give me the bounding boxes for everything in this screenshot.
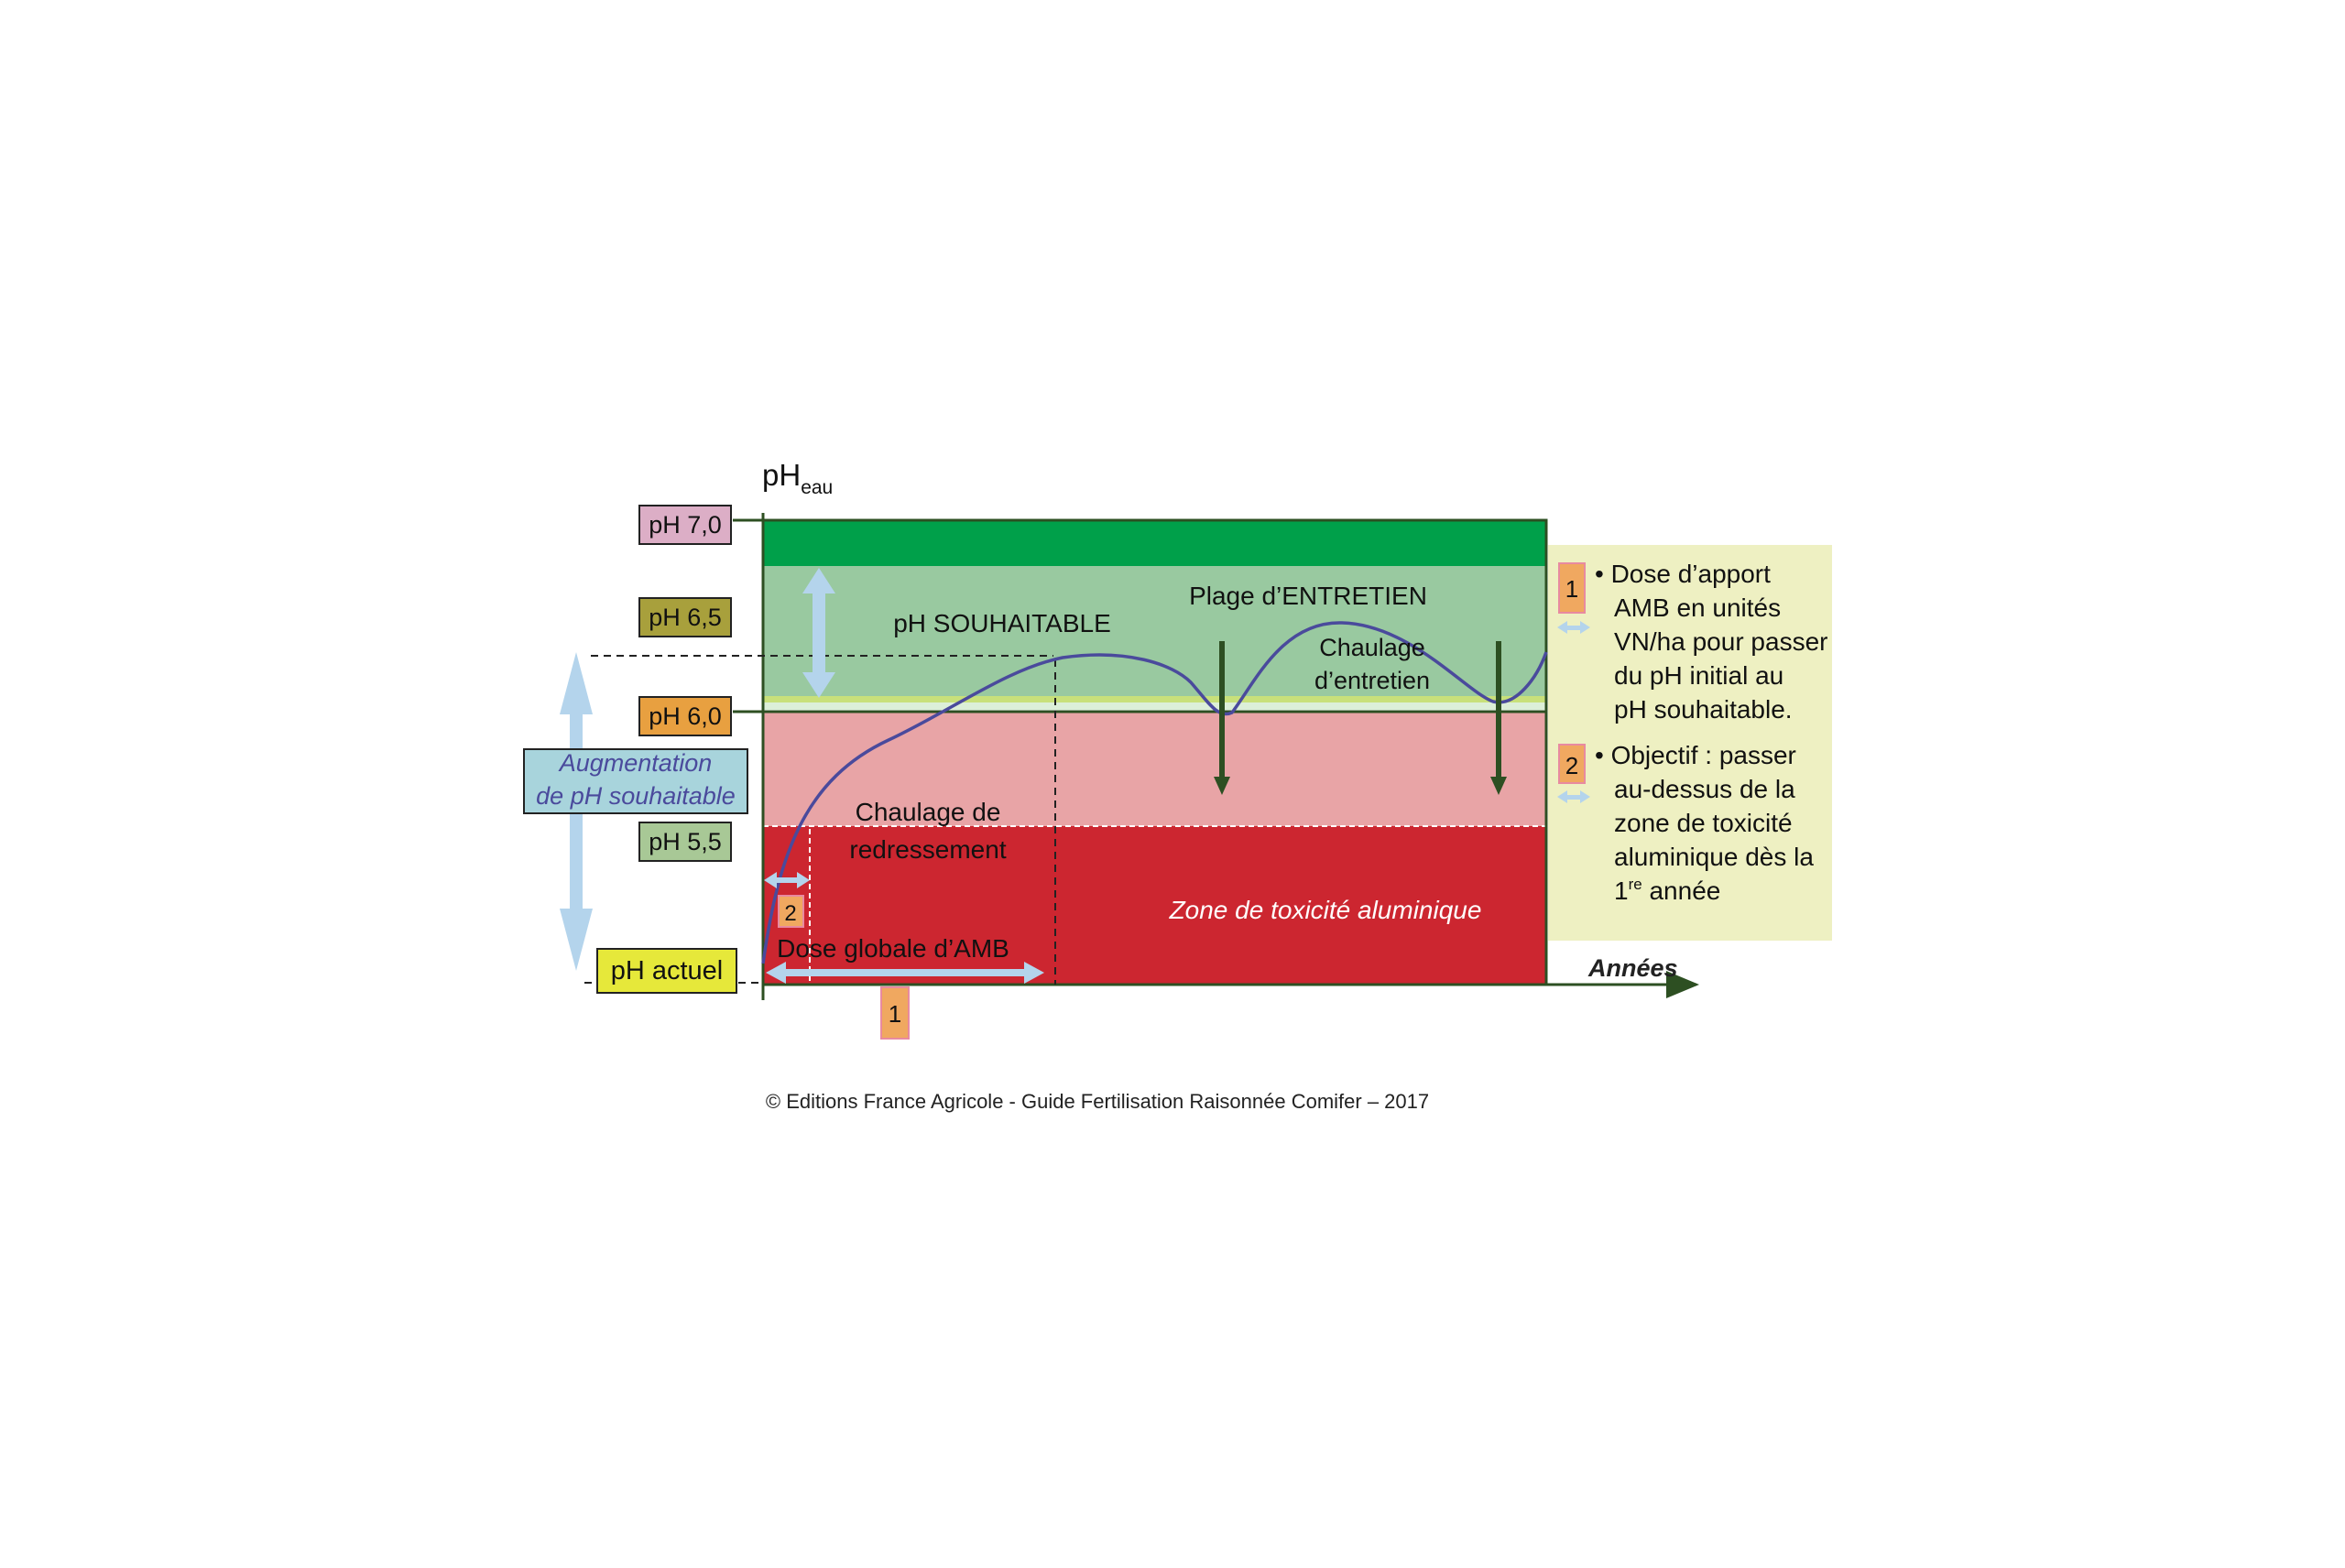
dose-globale-label: Dose globale d’AMB [777,934,1009,963]
souhaitable-label: pH SOUHAITABLE [893,609,1111,637]
ph55-label-box: pH 5,5 [638,822,732,862]
marker-1-chart: 1 [880,986,910,1040]
augmentation-line2: de pH souhaitable [536,782,736,810]
zone-dark-green-band [763,520,1546,566]
svg-text:2: 2 [1565,752,1578,779]
marker-2-chart: 2 [778,895,804,928]
entretien-plage-label: Plage d’ENTRETIEN [1189,582,1427,610]
redressement-line1: Chaulage de [856,798,1001,826]
dose-globale-arrow [766,962,1044,984]
toxicite-label: Zone de toxicité aluminique [1169,896,1482,924]
zone-redressement-band [763,712,1546,826]
ph70-label-box: pH 7,0 [638,505,732,545]
ph65-label: pH 6,5 [649,604,722,631]
marker-1-legend: 1 [1558,562,1586,614]
ph55-label: pH 5,5 [649,828,722,855]
zone-souhaitable-band [763,566,1546,696]
ph-actuel-label-box: pH actuel [596,948,737,994]
ph65-label-box: pH 6,5 [638,597,732,637]
legend-panel [1548,545,1832,941]
legend-1-arrow [1557,621,1590,634]
legend-item-1-line: du pH initial au [1614,661,1783,690]
legend-item-2-line: zone de toxicité [1614,809,1793,837]
legend-item-1-line: VN/ha pour passer [1614,627,1827,656]
chaulage-entretien-line2: d’entretien [1314,667,1430,694]
entretien-arrow-1-head [1214,777,1230,795]
marker-2-legend: 2 [1558,744,1586,784]
x-axis-label: Années [1587,954,1678,982]
entretien-arrow-2-head [1490,777,1507,795]
legend-item-2-line: au-dessus de la [1614,775,1795,803]
ph70-label: pH 7,0 [649,511,722,539]
ph-curve [761,621,1548,964]
augmentation-box: Augmentation de pH souhaitable [523,748,748,814]
souhaitable-range-arrow [802,568,835,698]
redressement-line2: redressement [849,835,1006,864]
ph-actuel-label: pH actuel [611,956,724,985]
svg-text:1: 1 [889,1000,901,1028]
ph60-label: pH 6,0 [649,702,722,730]
zone-transition-strip [763,702,1546,710]
ph60-label-box: pH 6,0 [638,696,732,736]
legend-item-1-line: • Dose d’apport [1595,560,1771,588]
y-axis-label: pHeau [762,458,833,498]
legend-item-1: • Dose d’apport AMB en unités VN/ha pour… [1595,560,1827,724]
chaulage-entretien-line1: Chaulage [1319,634,1425,661]
legend-item-2-line: • Objectif : passer [1595,741,1796,769]
legend-item-2: • Objectif : passer au-dessus de la zone… [1595,741,1814,905]
zone-toxicite-band [763,826,1546,985]
augmentation-line1: Augmentation [558,749,713,777]
legend-2-arrow [1557,790,1590,803]
copyright-footer: © Editions France Agricole - Guide Ferti… [766,1090,1429,1113]
legend-item-1-line: AMB en unités [1614,593,1781,622]
legend-item-2-line: aluminique dès la [1614,843,1814,871]
legend-item-2-line: 1re année [1614,876,1720,905]
toxicite-exit-arrow [764,872,810,888]
legend-item-1-line: pH souhaitable. [1614,695,1793,724]
svg-text:2: 2 [784,901,796,926]
svg-text:1: 1 [1565,575,1578,603]
zone-lime-strip [763,696,1546,702]
